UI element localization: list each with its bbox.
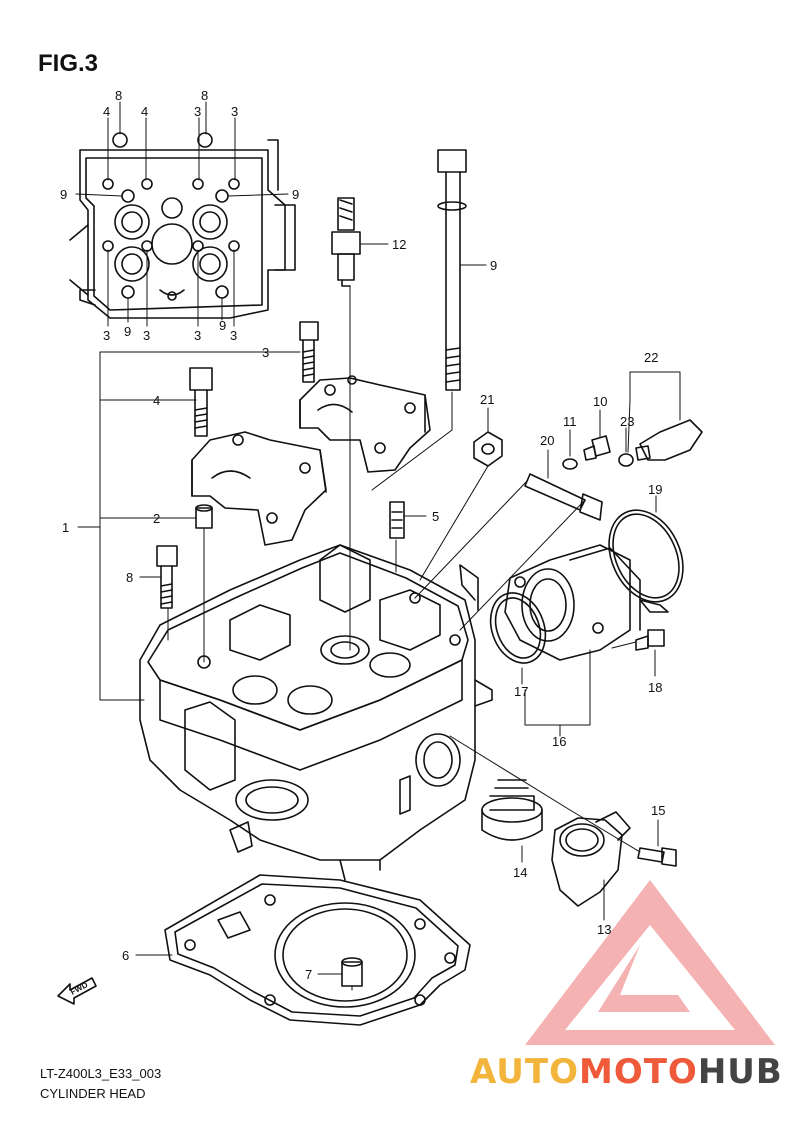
- callout-19: 19: [648, 482, 662, 497]
- bolt-20: [524, 473, 603, 521]
- cam-cap-right: [299, 375, 431, 473]
- sensor-22: [635, 419, 703, 461]
- dowel-2: [195, 504, 213, 529]
- callout-8: 8: [126, 570, 133, 585]
- bolt-15: [637, 847, 677, 867]
- callout-7: 7: [305, 967, 312, 982]
- callout-5: 5: [432, 509, 439, 524]
- inset-callout: 9: [60, 187, 67, 202]
- gasket-23: [618, 453, 634, 467]
- inset-callouts: 8 4 4 8 3 3 9 9 3 9 3 3 9 3: [60, 88, 299, 343]
- watermark-part-moto: MOTO: [578, 1052, 698, 1092]
- head-gasket-6: [164, 874, 471, 1026]
- inset-callout: 3: [143, 328, 150, 343]
- o-ring-17: [489, 592, 547, 664]
- main-leader-lines: [77, 243, 681, 991]
- callout-9: 9: [490, 258, 497, 273]
- callout-1: 1: [62, 520, 69, 535]
- diagram-code: LT-Z400L3_E33_003: [40, 1066, 162, 1081]
- callout-10: 10: [593, 394, 607, 409]
- callout-18: 18: [648, 680, 662, 695]
- dowel-7: [341, 957, 363, 987]
- inset-callout: 8: [201, 88, 208, 103]
- inset-leader-lines: [75, 101, 289, 327]
- inset-callout: 8: [115, 88, 122, 103]
- inset-callout: 3: [103, 328, 110, 343]
- watermark-text: AUTOMOTOHUB: [470, 1052, 783, 1092]
- diagram-caption: CYLINDER HEAD: [40, 1086, 146, 1101]
- inset-callout: 3: [231, 104, 238, 119]
- watermark-logo: [525, 880, 775, 1045]
- callout-17: 17: [514, 684, 528, 699]
- callout-14: 14: [513, 865, 527, 880]
- watermark-part-auto: AUTO: [470, 1052, 579, 1092]
- figure-title: FIG.3: [38, 50, 99, 77]
- inset-callout: 9: [292, 187, 299, 202]
- cam-cap-left: [191, 431, 327, 546]
- inset-callout: 9: [219, 318, 226, 333]
- callout-20: 20: [540, 433, 554, 448]
- inset-callout: 9: [124, 324, 131, 339]
- fwd-arrow-icon: [57, 977, 97, 1005]
- spark-plug-12: [331, 197, 361, 287]
- callout-11: 11: [563, 414, 577, 429]
- thermostat-cover-13: [551, 811, 631, 907]
- callout-6: 6: [122, 948, 129, 963]
- callout-23: 23: [620, 414, 634, 429]
- callout-12: 12: [392, 237, 406, 252]
- inset-callout: 3: [230, 328, 237, 343]
- callout-22: 22: [644, 350, 658, 365]
- callout-4: 4: [153, 393, 160, 408]
- bolt-3: [299, 321, 319, 383]
- main-callouts: 1 2 3 4 5 6 7 8 9 10 11 12 13 14 15 16 1…: [62, 237, 665, 982]
- washer-11: [562, 458, 578, 470]
- inset-callout: 4: [141, 104, 148, 119]
- thermostat-14: [481, 779, 543, 841]
- bolt-18: [635, 629, 665, 651]
- callout-16: 16: [552, 734, 566, 749]
- inset-callout: 3: [194, 104, 201, 119]
- callout-3: 3: [262, 345, 269, 360]
- callout-21: 21: [480, 392, 494, 407]
- bolt-10: [583, 435, 611, 461]
- intake-pipe-16: [504, 544, 641, 661]
- callout-15: 15: [651, 803, 665, 818]
- pin-5: [389, 501, 405, 539]
- bolt-8: [156, 545, 178, 609]
- callout-2: 2: [153, 511, 160, 526]
- inset-callout: 4: [103, 104, 110, 119]
- inset-head-top-view: [69, 132, 296, 319]
- nut-21: [473, 431, 503, 467]
- long-bolt-9: [437, 149, 467, 391]
- bolt-4: [189, 367, 213, 437]
- watermark-part-hub: HUB: [697, 1052, 783, 1092]
- cylinder-head-body: [139, 544, 493, 881]
- hose-clamp-19: [608, 509, 684, 613]
- callout-13: 13: [597, 922, 611, 937]
- inset-callout: 3: [194, 328, 201, 343]
